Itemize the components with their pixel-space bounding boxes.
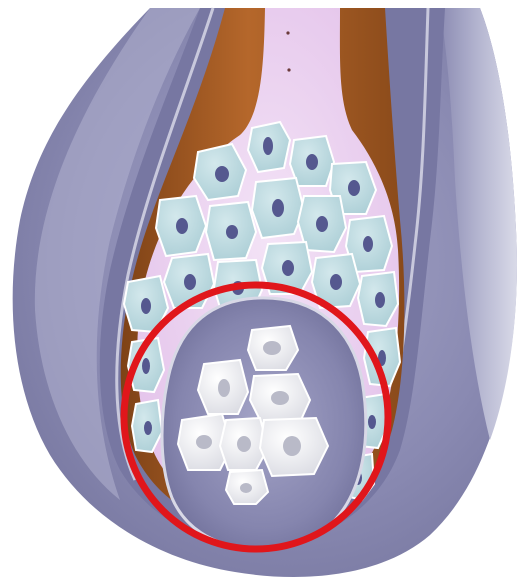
shaft-dot xyxy=(287,68,290,71)
shaft-dot xyxy=(286,31,289,34)
